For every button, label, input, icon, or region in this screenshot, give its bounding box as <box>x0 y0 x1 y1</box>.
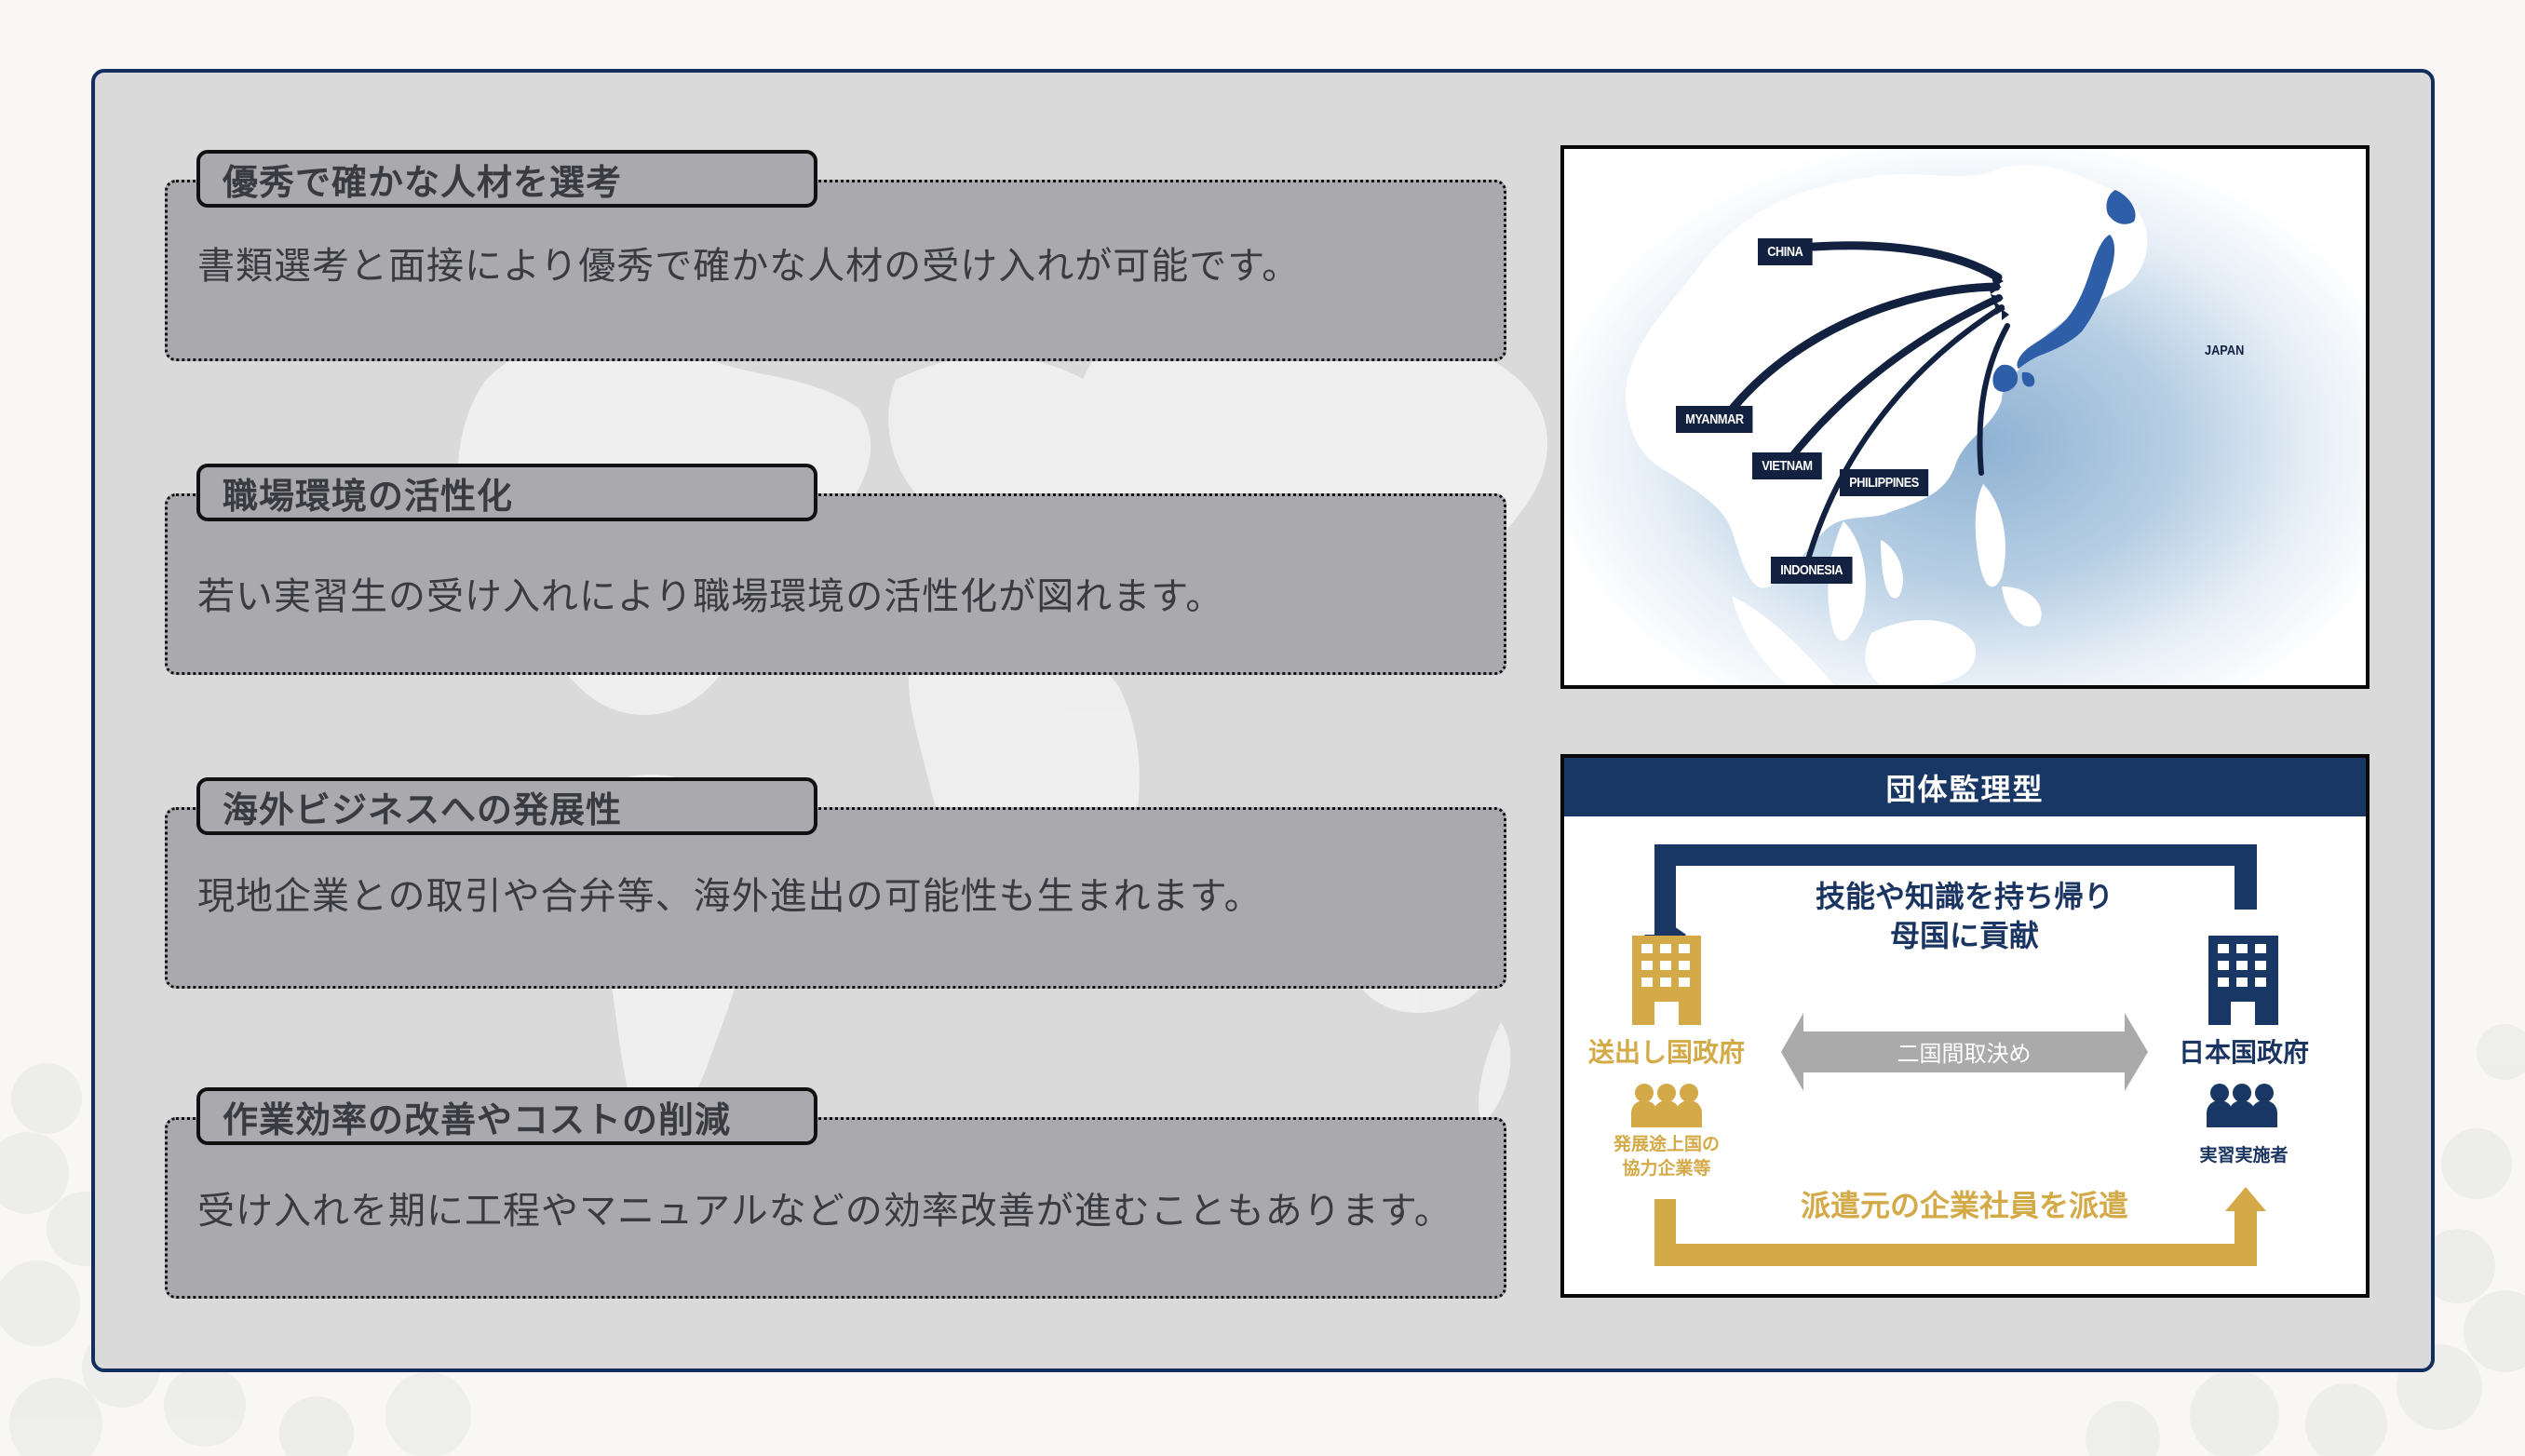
asia-migration-map: CHINA MYANMAR VIETNAM PHILIPPINES INDONE… <box>1560 145 2370 689</box>
feature-card-body <box>165 807 1506 989</box>
people-icon <box>1631 1084 1702 1127</box>
bilateral-agreement-label: 二国間取決め <box>1897 1041 2032 1067</box>
sending-companies-label: 発展途上国の 協力企業等 <box>1573 1132 1760 1180</box>
asia-map-graphic <box>1626 165 2148 685</box>
feature-card-description: 若い実習生の受け入れにより職場環境の活性化が図れます。 <box>197 575 1224 618</box>
dispatch-message: 派遣元の企業社員を派遣 <box>1800 1188 2128 1223</box>
map-label-myanmar: MYANMAR <box>1676 406 1753 433</box>
feature-card-1: 優秀で確かな人材を選考 書類選考と面接により優秀で確かな人材の受け入れが可能です… <box>165 150 1512 361</box>
diagram-title: 団体監理型 <box>1564 758 2366 816</box>
return-message: 技能や知識を持ち帰り 母国に貢献 <box>1778 877 2151 955</box>
feature-card-title: 海外ビジネスへの発展性 <box>196 777 817 835</box>
feature-card-title: 優秀で確かな人材を選考 <box>196 150 817 208</box>
map-label-philippines: PHILIPPINES <box>1840 469 1929 496</box>
feature-card-description: 現地企業との取引や合弁等、海外進出の可能性も生まれます。 <box>197 875 1262 918</box>
map-label-japan: JAPAN <box>2205 343 2245 358</box>
building-icon <box>1632 936 1701 1025</box>
sending-government-label: 送出し国政府 <box>1587 1037 1745 1068</box>
feature-card-description: 書類選考と面接により優秀で確かな人材の受け入れが可能です。 <box>197 245 1301 288</box>
building-icon <box>2208 936 2278 1025</box>
feature-card-body <box>165 493 1506 675</box>
map-label-indonesia: INDONESIA <box>1771 557 1853 584</box>
return-message-line1: 技能や知識を持ち帰り <box>1815 879 2113 914</box>
japan-government-label: 日本国政府 <box>2178 1037 2309 1068</box>
sending-companies-line2: 協力企業等 <box>1622 1158 1711 1179</box>
map-label-china: CHINA <box>1758 238 1813 265</box>
feature-card-2: 職場環境の活性化 若い実習生の受け入れにより職場環境の活性化が図れます。 <box>165 464 1512 675</box>
dispatch-arrow-icon <box>1654 1187 2266 1266</box>
feature-card-title: 作業効率の改善やコストの削減 <box>196 1087 817 1145</box>
supervision-type-diagram: 団体監理型 <box>1560 754 2370 1298</box>
feature-card-description: 受け入れを期に工程やマニュアルなどの効率改善が進むこともあります。 <box>197 1190 1452 1233</box>
diagram-graphics <box>1631 844 2278 1266</box>
return-message-line2: 母国に貢献 <box>1889 918 2039 953</box>
feature-card-title: 職場環境の活性化 <box>196 464 817 521</box>
bilateral-arrow-icon <box>1781 1013 2148 1091</box>
sending-companies-line1: 発展途上国の <box>1613 1134 1720 1154</box>
feature-card-3: 海外ビジネスへの発展性 現地企業との取引や合弁等、海外進出の可能性も生まれます。 <box>165 777 1512 989</box>
feature-card-body <box>165 180 1506 361</box>
implementing-org-label: 実習実施者 <box>2199 1145 2289 1166</box>
map-label-vietnam: VIETNAM <box>1752 452 1822 479</box>
feature-card-4: 作業効率の改善やコストの削減 受け入れを期に工程やマニュアルなどの効率改善が進む… <box>165 1087 1512 1299</box>
people-icon <box>2207 1084 2277 1127</box>
feature-card-body <box>165 1117 1506 1299</box>
